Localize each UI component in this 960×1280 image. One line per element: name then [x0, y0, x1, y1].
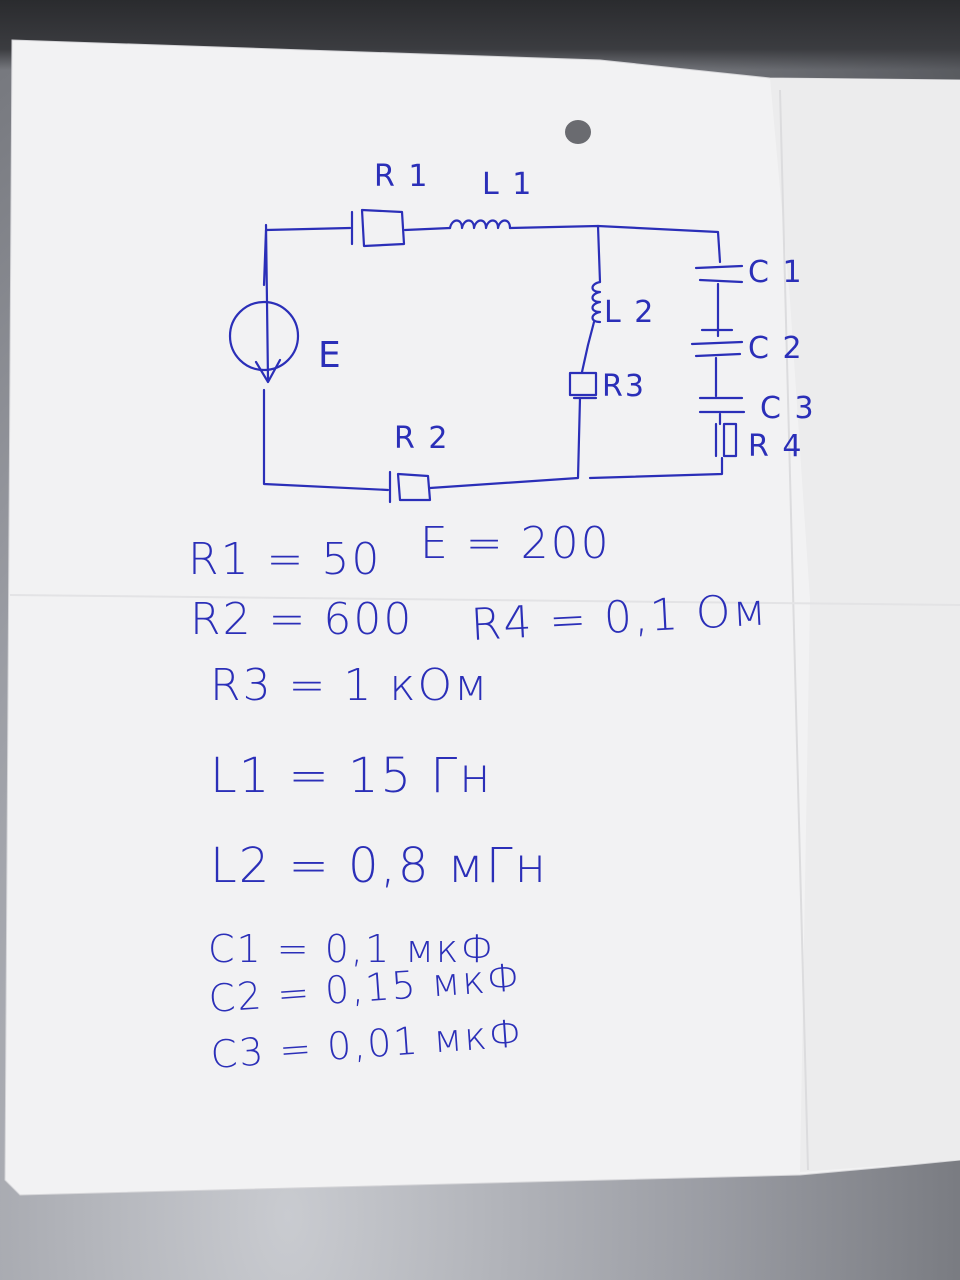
label-e: E — [318, 335, 343, 376]
capacitor-c1-symbol — [694, 264, 744, 284]
value-r2: R2 = 600 — [190, 594, 414, 645]
value-e: E = 200 — [420, 518, 611, 569]
value-c1: C1 = 0,1 мкФ — [208, 927, 496, 971]
label-r2: R 2 — [394, 421, 450, 456]
resistor-r3-symbol — [568, 371, 598, 400]
resistor-r2-symbol — [388, 470, 432, 504]
wire-r4-bottom — [588, 456, 724, 480]
label-r1: R 1 — [374, 159, 430, 194]
wire-r1-l1 — [403, 226, 452, 232]
label-c3: C 3 — [760, 391, 816, 426]
resistor-r4-symbol — [714, 422, 738, 458]
capacitor-c3-symbol — [698, 396, 746, 414]
capacitor-c2-symbol — [690, 340, 744, 358]
wire-top-right — [508, 224, 722, 264]
value-r3: R3 = 1 кОм — [210, 660, 490, 711]
wire-left-bottom — [262, 388, 390, 492]
label-r4: R 4 — [748, 429, 804, 464]
label-c2: C 2 — [748, 331, 804, 366]
wire-to-l2 — [596, 224, 602, 284]
value-l2: L2 = 0,8 мГн — [210, 838, 548, 894]
inductor-l2-symbol — [591, 280, 602, 324]
label-l1: L 1 — [482, 167, 534, 202]
value-r1: R1 = 50 — [188, 534, 382, 585]
punch-hole — [565, 120, 591, 144]
value-l1: L1 = 15 Гн — [210, 748, 493, 804]
wire-r3-bottom — [428, 396, 582, 490]
label-r3: R3 — [602, 369, 646, 404]
wire-top-left — [262, 226, 352, 287]
wire-l2-r3 — [580, 320, 596, 374]
resistor-r1-symbol — [350, 208, 406, 248]
label-c1: C 1 — [748, 255, 804, 290]
voltage-source-e-symbol — [228, 223, 300, 384]
inductor-l1-symbol — [448, 219, 512, 230]
label-l2: L 2 — [604, 295, 656, 330]
